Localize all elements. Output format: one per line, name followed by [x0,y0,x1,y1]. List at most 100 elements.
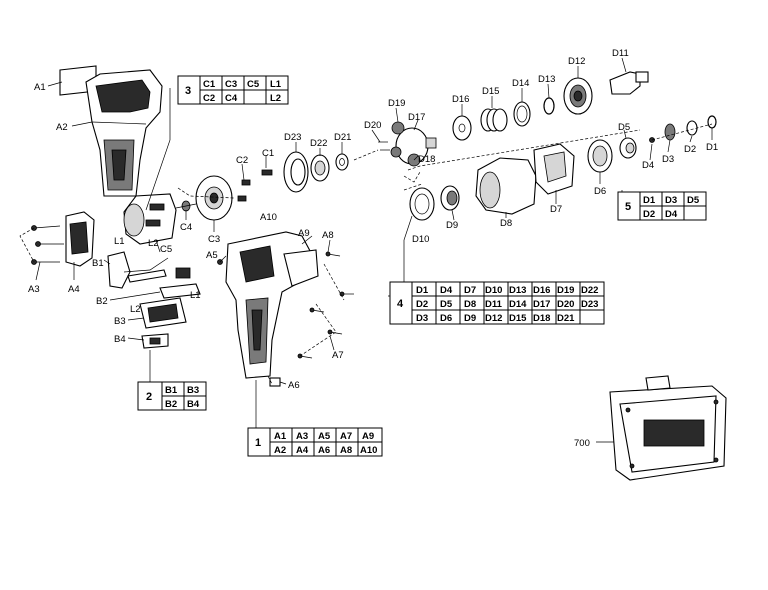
part-a2-housing-half [85,69,163,197]
label-d8: D8 [500,218,512,229]
label-d6: D6 [594,186,606,197]
label-l1-top: L1 [114,236,125,247]
part-d9-bearing [440,185,460,211]
group-4-cell: D21 [557,313,575,324]
group-5-table: 5 D1 D3 D5 D2 D4 [617,191,707,221]
label-c5: C5 [160,244,172,255]
label-d21: D21 [334,132,351,143]
label-l2-top: L2 [148,238,159,249]
label-d15: D15 [482,86,499,97]
group-4-cell: D22 [581,285,598,296]
label-d7: D7 [550,204,562,215]
group-5-number: 5 [625,201,631,213]
group-4-cell: D23 [581,299,598,310]
part-d7-front-cover [533,143,575,195]
group-4-number: 4 [397,298,404,310]
part-a3-screws [31,225,64,265]
group-3-cell: C3 [225,79,237,90]
label-b3: B3 [114,316,126,327]
group-4-cell: D14 [509,299,527,310]
label-a9: A9 [298,228,310,239]
group-4-cell: D3 [416,313,428,324]
group-1-number: 1 [255,437,261,449]
part-d2-washer [686,120,698,136]
part-d12-hammer [563,77,593,115]
part-a7-screws [297,307,343,359]
group-4-cell: D9 [464,313,476,324]
label-d13: D13 [538,74,555,85]
part-700-carrying-case [609,375,727,481]
part-d5-sleeve [619,137,637,159]
group-4-cell: D16 [533,285,550,296]
label-a6: A6 [288,380,300,391]
group-1-cell: A1 [274,431,287,442]
label-c3: C3 [208,234,220,245]
group-4-cell: D6 [440,313,452,324]
part-b1-switch-plate [107,251,169,289]
label-d4: D4 [642,160,654,171]
label-d12: D12 [568,56,585,67]
group-1-cell: A8 [340,445,352,456]
assembly-lines [19,123,713,385]
label-d14: D14 [512,78,529,89]
part-d17-planet-carrier [390,121,437,167]
group-4-cell: D17 [533,299,550,310]
group-4-cell: D11 [485,299,503,310]
part-d6-seal [587,139,613,173]
part-d13-circlip [543,97,555,115]
group-4-cell: D2 [416,299,428,310]
group-4-cell: D7 [464,285,476,296]
part-a8-screws [325,251,354,297]
group-3-cell: C1 [203,79,216,90]
group-1-table: 1 A1 A3 A5 A7 A9 A2 A4 A6 A8 A10 [247,427,383,457]
part-b2-direction-switch [159,267,201,299]
group-1-cell: A2 [274,445,286,456]
group-5-cell: D4 [665,209,678,220]
part-c1-c2-screws [237,169,273,202]
part-b3-trigger-switch [139,297,187,329]
part-a9-housing-half [225,231,319,379]
label-c1: C1 [262,148,274,159]
part-c4-pinion [175,200,197,212]
label-d20: D20 [364,120,381,131]
part-d10-washer [409,187,435,221]
group-3-cell: C5 [247,79,260,90]
group-4-cell: D4 [440,285,453,296]
label-a5: A5 [206,250,218,261]
group-3-number: 3 [185,85,191,97]
label-d2: D2 [684,144,696,155]
group-1-cell: A10 [360,445,377,456]
group-4-cell: D5 [440,299,453,310]
group-4-cell: D19 [557,285,574,296]
group-5-cell: D2 [643,209,655,220]
part-labels: A1 A2 A3 A4 A5 A6 A7 A8 A9 A10 B1 B2 B3 … [28,48,718,449]
part-d16-washer [452,115,472,141]
group-3-cell: L2 [270,93,281,104]
group-4-cell: D8 [464,299,476,310]
group-2-cell: B4 [187,399,200,410]
group-4-cell: D13 [509,285,526,296]
group-4-grid [411,281,605,325]
part-d21-washer [335,153,349,171]
group-4-table: 4 D1 D4 D7 D10 D13 D16 D19 D22 D2 D5 D8 … [389,281,605,325]
part-d8-gear-housing [475,157,537,215]
part-c5-motor [123,193,177,245]
group-4-cell: D12 [485,313,502,324]
label-l1-bottom: L1 [190,290,201,301]
part-d22-bearing [310,154,330,182]
group-2-cell: B3 [187,385,199,396]
group-4-cell: D20 [557,299,574,310]
part-d14-washer [513,101,531,127]
group-2-cell: B1 [165,385,178,396]
label-d19: D19 [388,98,405,109]
label-a2: A2 [56,122,68,133]
part-d11-anvil [609,71,649,95]
label-700: 700 [574,438,590,449]
label-d17: D17 [408,112,425,123]
group-2-cell: B2 [165,399,177,410]
group-2-number: 2 [146,391,152,403]
label-a8: A8 [322,230,334,241]
group-5-cell: D5 [687,195,700,206]
label-d10: D10 [412,234,429,245]
